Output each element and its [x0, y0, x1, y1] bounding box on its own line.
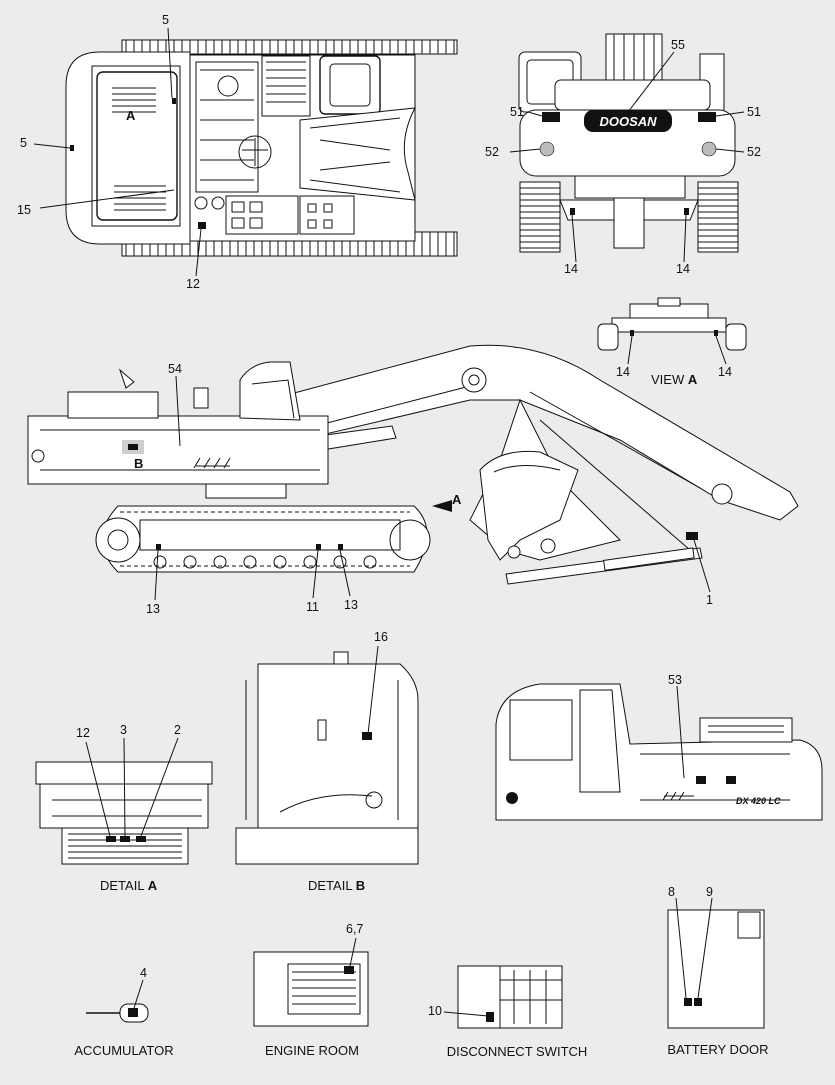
- side-view-arrow-a: A: [452, 492, 462, 507]
- engine-room-view: 6,7 ENGINE ROOM: [253, 922, 369, 1058]
- caption-view-a-letter: A: [688, 372, 698, 387]
- doosan-logo-plate: [584, 110, 672, 132]
- callout-top-15: 15: [17, 203, 31, 217]
- caption-detail-a-text: DETAIL: [100, 878, 148, 893]
- caption-view-a-text: VIEW: [651, 372, 688, 387]
- battery-door-view: 8 9 BATTERY DOOR: [667, 885, 768, 1057]
- side-view-cab: [239, 361, 301, 421]
- caption-disconnect-switch: DISCONNECT SWITCH: [447, 1044, 588, 1059]
- cab-side-view: DX 420 LC 53: [495, 673, 823, 821]
- callout-top-5b: 5: [20, 136, 27, 150]
- callout-rear-52b: 52: [747, 145, 761, 159]
- side-view-boom: [267, 344, 799, 521]
- caption-detail-a-letter: A: [148, 878, 158, 893]
- side-view-track: [101, 505, 428, 573]
- view-a-arrow: [432, 500, 452, 512]
- callout-detail-a-3: 3: [120, 723, 127, 737]
- rear-view: DOOSAN 55 51 51 52 52 14 14: [485, 33, 761, 276]
- callout-rear-51b: 51: [747, 105, 761, 119]
- caption-detail-b-text: DETAIL: [308, 878, 356, 893]
- callout-accumulator-4: 4: [140, 966, 147, 980]
- caption-detail-b-letter: B: [356, 878, 365, 893]
- side-view: B A 54 13 11 13 1: [27, 344, 799, 616]
- disconnect-switch-view: 10 DISCONNECT SWITCH: [428, 965, 588, 1059]
- doosan-logo-text: DOOSAN: [599, 114, 657, 129]
- callout-rear-55: 55: [671, 38, 685, 52]
- callout-rear-51a: 51: [510, 105, 524, 119]
- accumulator-view: 4 ACCUMULATOR: [74, 966, 173, 1058]
- caption-accumulator: ACCUMULATOR: [74, 1043, 173, 1058]
- callout-rear-14b: 14: [676, 262, 690, 276]
- callout-battery-8: 8: [668, 885, 675, 899]
- side-view-marker-b: B: [134, 456, 143, 471]
- callout-cab-53: 53: [668, 673, 682, 687]
- callout-battery-9: 9: [706, 885, 713, 899]
- top-view-marker-a: A: [126, 108, 136, 123]
- callout-detail-a-12: 12: [76, 726, 90, 740]
- caption-battery-door: BATTERY DOOR: [667, 1042, 768, 1057]
- callout-disconnect-10: 10: [428, 1004, 442, 1018]
- callout-rear-52a: 52: [485, 145, 499, 159]
- side-view-bucket: [479, 450, 579, 561]
- caption-detail-a: DETAIL A: [100, 878, 158, 893]
- caption-detail-b: DETAIL B: [308, 878, 365, 893]
- view-a-detail: 14 14 VIEW A: [597, 297, 747, 387]
- callout-side-11: 11: [306, 600, 319, 614]
- model-badge: DX 420 LC: [736, 796, 781, 806]
- callout-rear-14a: 14: [564, 262, 578, 276]
- callout-side-54: 54: [168, 362, 182, 376]
- detail-b: 16 DETAIL B: [235, 630, 419, 893]
- callout-top-5a: 5: [162, 13, 169, 27]
- top-view: A 5 5 15 12: [17, 13, 458, 291]
- caption-view-a: VIEW A: [651, 372, 698, 387]
- callout-side-13b: 13: [344, 598, 358, 612]
- callout-side-13a: 13: [146, 602, 160, 616]
- detail-a: 12 3 2 DETAIL A: [35, 723, 213, 893]
- callout-view-a-14b: 14: [718, 365, 732, 379]
- callout-detail-a-2: 2: [174, 723, 181, 737]
- side-view-upper-structure: [27, 415, 329, 485]
- callout-detail-b-16: 16: [374, 630, 388, 644]
- callout-view-a-14a: 14: [616, 365, 630, 379]
- top-view-cab: [319, 55, 381, 115]
- callout-engine-room-6-7: 6,7: [346, 922, 363, 936]
- caption-engine-room: ENGINE ROOM: [265, 1043, 359, 1058]
- callout-top-12: 12: [186, 277, 200, 291]
- callout-side-1: 1: [706, 593, 713, 607]
- top-view-boom: [299, 107, 416, 201]
